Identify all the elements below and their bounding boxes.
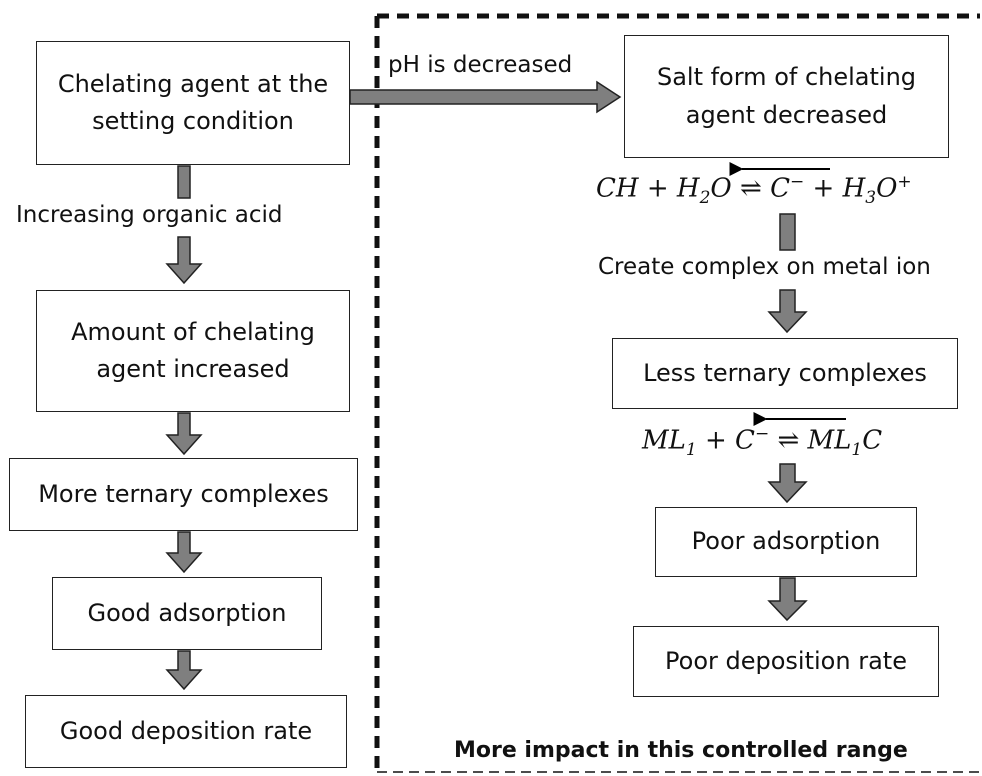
box-poor-adsorption: Poor adsorption [655,507,917,577]
down-arrow-r2 [767,463,808,504]
box-poor-deposition: Poor deposition rate [633,626,939,697]
label-create-complex: Create complex on metal ion [598,254,931,280]
down-arrow-1b [165,236,203,285]
down-arrow-3 [165,531,203,574]
right-arrow-ph [349,80,622,114]
box-chelating-setting: Chelating agent at the setting condition [36,41,350,165]
footer-controlled-range: More impact in this controlled range [454,738,908,763]
box-salt-form: Salt form of chelating agent decreased [624,35,949,158]
equation-dissociation: CH + H2O ⇌ C− + H3O+ [596,172,912,208]
box-good-adsorption: Good adsorption [52,577,322,650]
label-increasing-organic-acid: Increasing organic acid [16,202,283,228]
down-arrow-r1b [767,289,808,334]
equation-ternary: ML1 + C− ⇌ ML1C [642,424,883,460]
down-arrow-r3 [767,577,808,622]
box-less-ternary: Less ternary complexes [612,338,958,409]
down-arrow-r1a [779,213,796,251]
down-arrow-1a [177,165,191,199]
label-ph-decreased: pH is decreased [388,52,573,78]
box-chelating-increased: Amount of chelating agent increased [36,290,350,412]
box-more-ternary: More ternary complexes [9,458,358,531]
box-good-deposition: Good deposition rate [25,695,347,768]
down-arrow-4 [165,650,203,691]
down-arrow-2 [165,412,203,456]
